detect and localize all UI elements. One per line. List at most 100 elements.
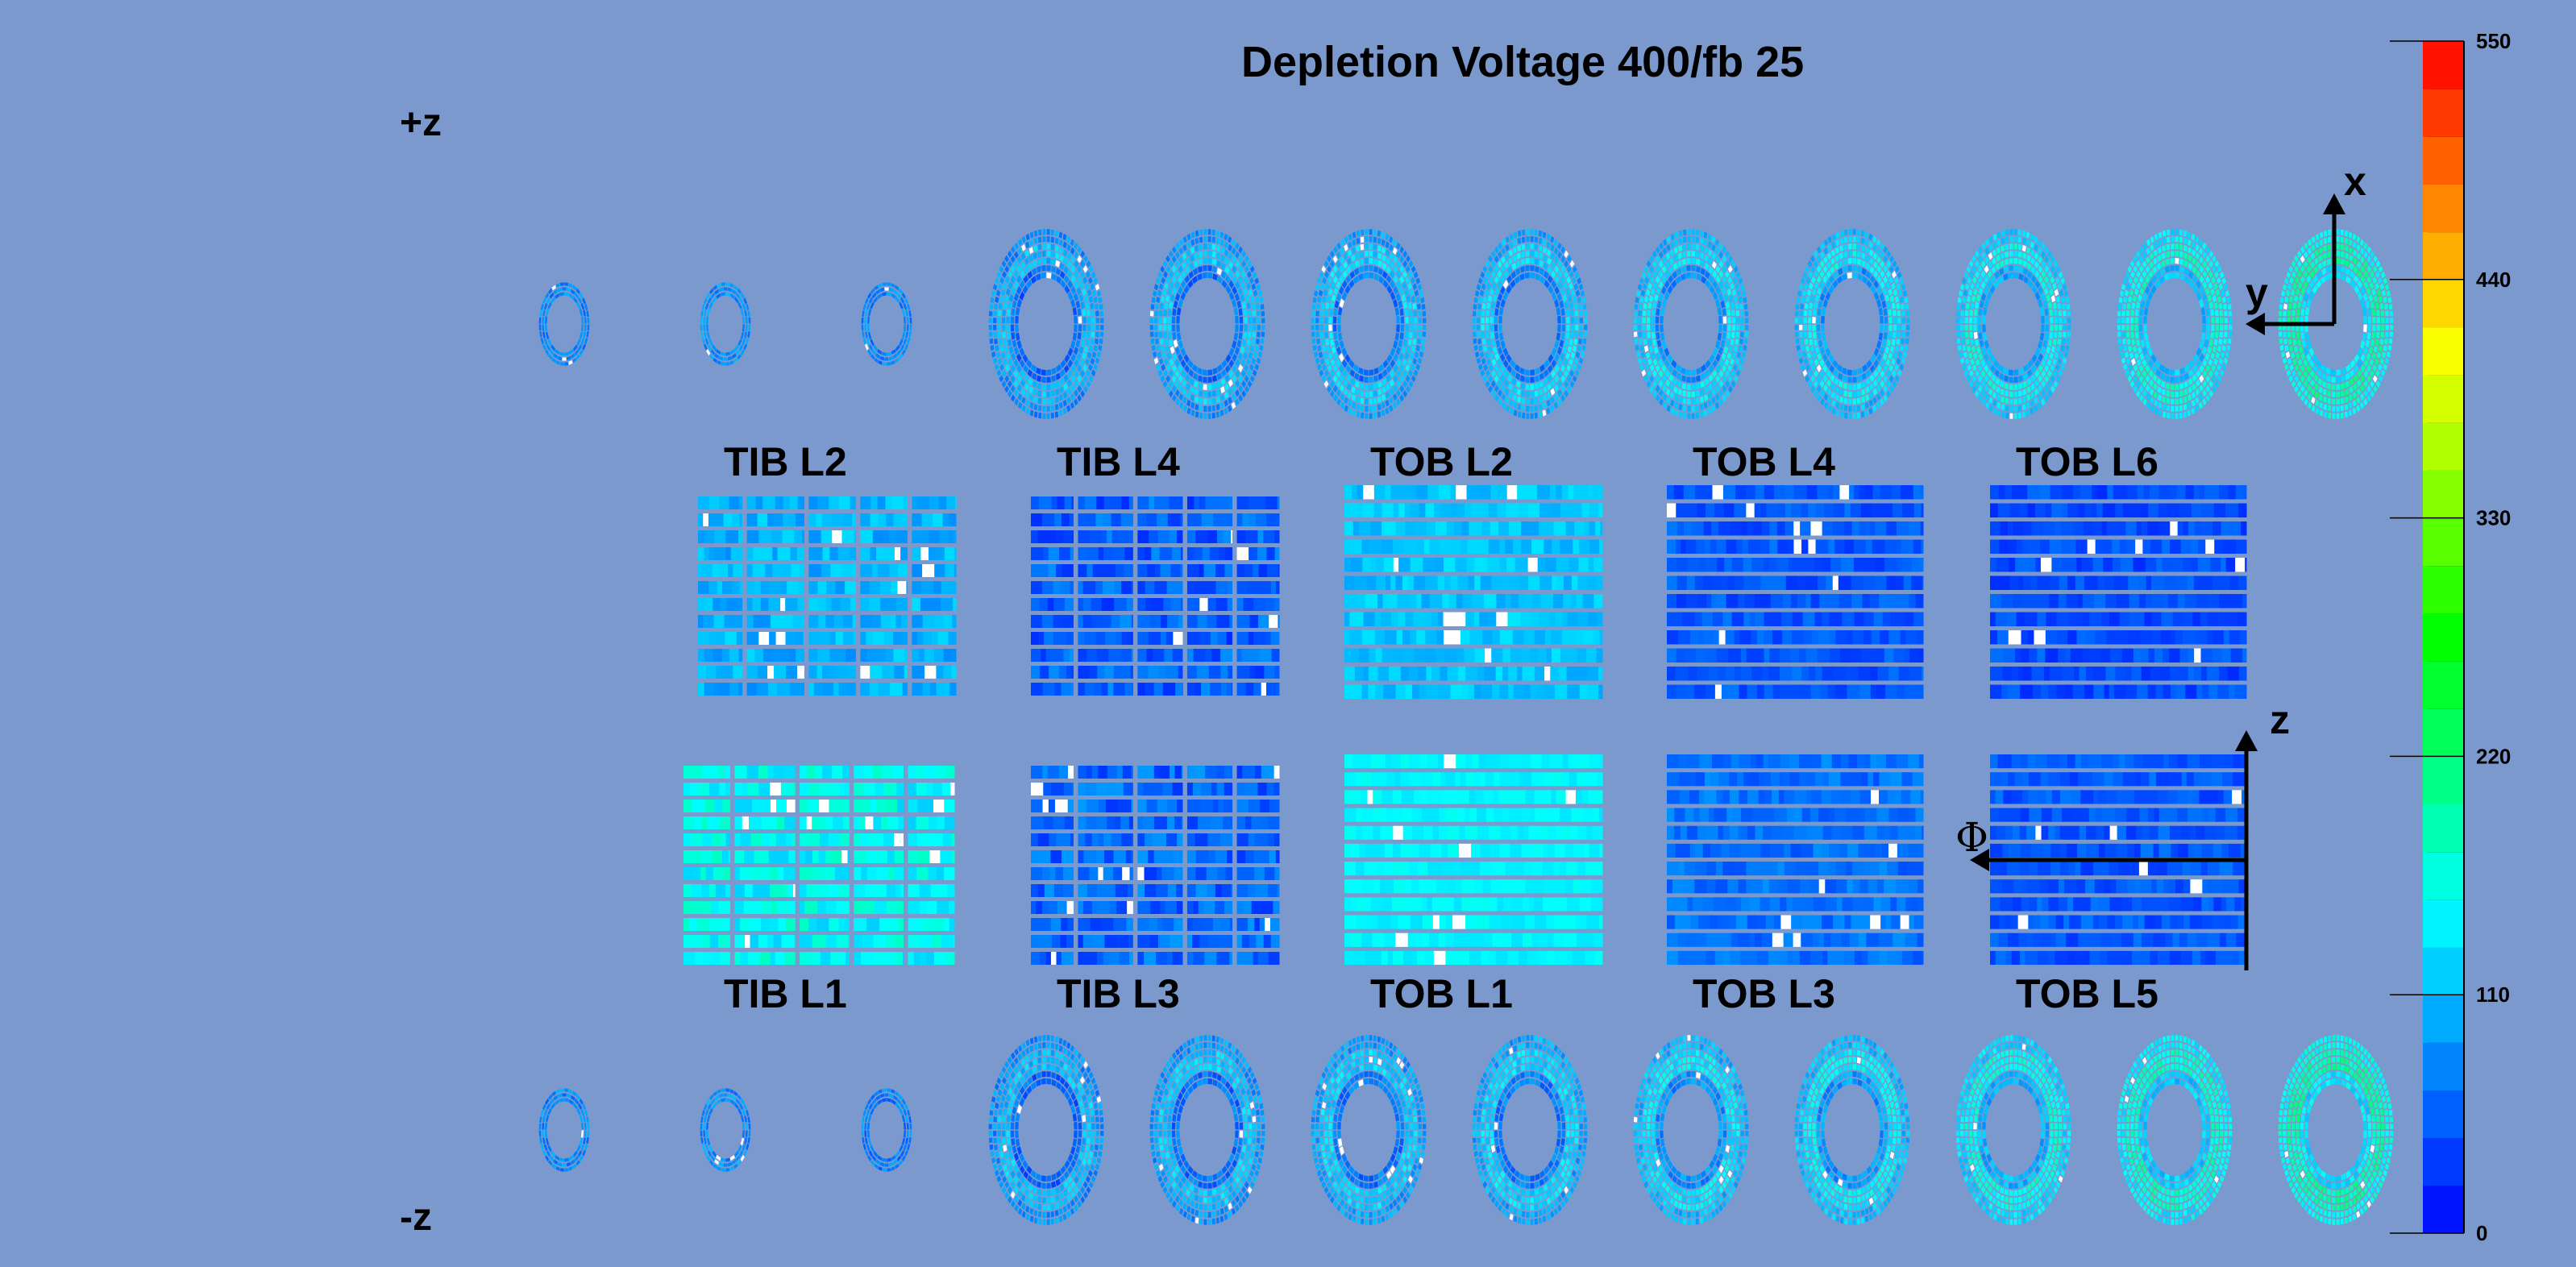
module-tile [2195, 397, 2200, 405]
module-tile [1730, 271, 1735, 279]
module-tile [2063, 290, 2069, 297]
module-tile [2352, 249, 2358, 257]
module-tile [1646, 260, 1652, 268]
module-tile [1220, 386, 1225, 394]
module-tile [551, 1102, 556, 1110]
module-tile [1695, 390, 1700, 397]
module-tile [1538, 230, 1543, 237]
module-tile [2022, 268, 2028, 276]
module-tile [2183, 404, 2188, 411]
module-tile [1095, 1144, 1099, 1151]
module-tile [545, 349, 550, 356]
module-tile [2293, 345, 2299, 354]
module-tile [1016, 340, 1022, 350]
module-tile [1648, 294, 1654, 303]
module-tile [1731, 289, 1737, 297]
module-tile [1171, 324, 1176, 332]
module-tile [1190, 1192, 1195, 1200]
module-tile [732, 1159, 737, 1165]
module-tile [1158, 1130, 1162, 1137]
module-tile [2138, 324, 2143, 332]
module-tile [1091, 289, 1097, 297]
module-tile [2227, 338, 2232, 345]
module-tile [1083, 1191, 1088, 1199]
module-tile [1964, 324, 1968, 331]
module-tile [2205, 332, 2210, 340]
module-tile [1884, 324, 1888, 332]
module-tile [1691, 398, 1695, 405]
module-tile [1520, 383, 1526, 390]
module-tile [1500, 353, 1506, 363]
module-tile [887, 1168, 891, 1172]
module-tile [1063, 1170, 1070, 1180]
module-tile [866, 338, 870, 346]
module-tile [1670, 407, 1675, 415]
module-tile [1199, 1203, 1203, 1211]
module-tile [2151, 364, 2158, 374]
module-tile [1158, 317, 1162, 324]
module-tile [2187, 401, 2192, 409]
endcap-disks [538, 229, 2394, 1225]
module-tile [1151, 297, 1156, 304]
module-tile [1327, 276, 1332, 285]
module-tile [1542, 247, 1548, 255]
module-tile [899, 1144, 904, 1153]
module-tile [2154, 279, 2161, 289]
module-tile [1225, 354, 1232, 363]
module-tile [1211, 1064, 1217, 1071]
module-tile [1062, 1047, 1067, 1055]
module-tile [579, 1137, 584, 1146]
module-tile [2166, 243, 2171, 251]
module-tile [2060, 277, 2066, 285]
module-tile [1831, 241, 1836, 249]
module-tile [997, 1163, 1003, 1171]
module-tile [1570, 317, 1575, 324]
module-tile [1074, 260, 1079, 268]
module-tile [2025, 247, 2031, 255]
module-tile [1550, 260, 1556, 269]
module-tile [2050, 375, 2055, 383]
module-tile [1010, 1190, 1016, 1199]
module-tile [1880, 389, 1884, 397]
module-tile [992, 283, 998, 291]
module-tile [2336, 398, 2340, 405]
module-tile [1002, 1175, 1007, 1183]
module-tile [1685, 369, 1691, 376]
module-tile [1807, 260, 1813, 268]
module-tile [1339, 353, 1344, 363]
module-tile [1861, 388, 1866, 396]
module-tile [1058, 1215, 1063, 1223]
module-tile [1046, 272, 1052, 279]
module-tile [1888, 309, 1893, 317]
module-tile [2057, 357, 2063, 365]
module-tile [2205, 394, 2210, 402]
module-tile [1169, 270, 1174, 279]
module-tile [1655, 324, 1660, 332]
module-tile [1015, 1130, 1019, 1139]
module-tile [1526, 229, 1530, 235]
module-tile [2354, 354, 2360, 363]
module-tile [543, 338, 548, 346]
module-tile [2211, 276, 2217, 285]
module-tile [1340, 401, 1345, 409]
module-tile [1650, 351, 1656, 360]
module-tile [1257, 351, 1263, 358]
module-tile [1203, 236, 1207, 243]
module-tile [1172, 308, 1177, 316]
module-tile [572, 1090, 577, 1097]
module-tile [1839, 230, 1844, 237]
module-tile [1876, 247, 1881, 255]
module-tile [1407, 301, 1412, 309]
module-tile [1577, 363, 1582, 371]
module-tile [2160, 372, 2166, 380]
module-tile [553, 353, 558, 359]
module-tile [2003, 367, 2009, 375]
module-tile [1163, 369, 1168, 377]
module-tile [1977, 384, 1983, 393]
module-tile [1191, 363, 1198, 372]
disk-minus-z-4 [988, 1035, 1104, 1225]
module-tile [1542, 393, 1548, 401]
module-tile [2022, 388, 2027, 396]
module-tile [1011, 352, 1016, 361]
module-tile [1891, 282, 1896, 290]
